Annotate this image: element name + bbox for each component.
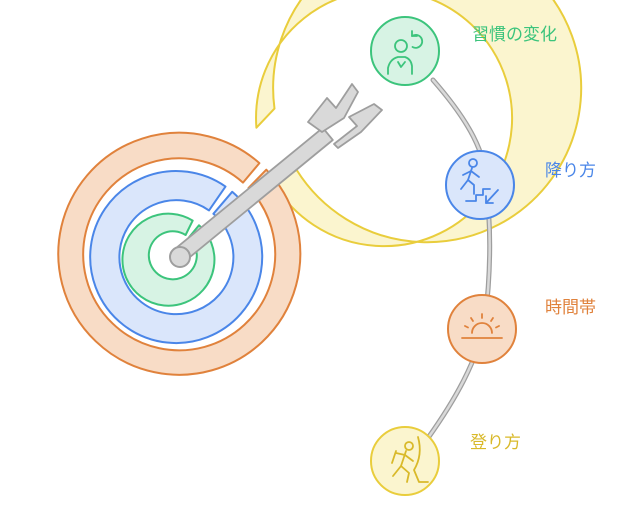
person-descending-stairs-icon [460,158,499,204]
arrow [169,83,383,268]
connector-arc [425,77,493,441]
node-circle-blue [445,150,515,220]
sunrise-icon [461,313,503,339]
person-climbing-icon [391,436,429,483]
arrow-fletching-lower [333,103,383,149]
node-time-of-day: 時間帯 [447,294,596,364]
connector-arc-inner [426,78,491,440]
person-refresh-icon [387,30,424,75]
label-habit-change: 習慣の変化 [472,25,557,45]
label-descending: 降り方 [545,161,596,181]
target-ring-orange [57,131,302,376]
node-descending: 降り方 [445,150,596,220]
node-circle-yellow [370,426,440,496]
arrow-tip [169,246,191,268]
node-circle-orange [447,294,517,364]
label-ascending: 登り方 [470,433,521,453]
label-time-of-day: 時間帯 [545,298,596,318]
node-habit-change: 習慣の変化 [370,16,557,86]
arrow-fletching-upper [307,83,359,133]
node-ascending: 登り方 [370,426,521,496]
